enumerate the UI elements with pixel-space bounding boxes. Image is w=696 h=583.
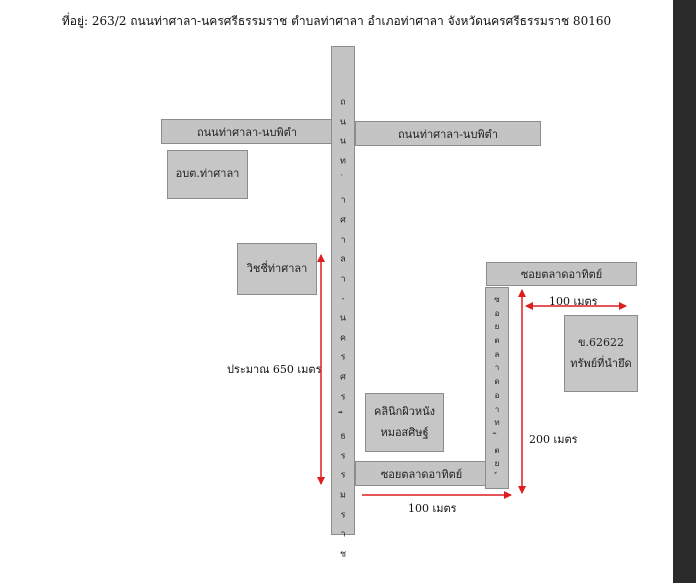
vertical-road-char: ล (340, 254, 346, 265)
vertical-road-char: ร (340, 392, 346, 403)
vertical-road-char: ร (340, 510, 346, 521)
vertical-road-char: น (339, 136, 347, 147)
vertical-road-char: อ (494, 390, 500, 400)
place-obt-thasala: อบต.ท่าศาลา (167, 150, 248, 199)
distance-label-650m: ประมาณ 650 เมตร (227, 363, 322, 376)
vertical-road-char: ค (339, 333, 347, 344)
vertical-road-char: ถ (340, 97, 346, 108)
vertical-road-char: ย (494, 322, 500, 332)
vertical-road-char: ร (340, 470, 346, 481)
vertical-road-char: ต (494, 445, 500, 455)
vertical-road-char: ล (494, 349, 500, 359)
road-soi-top-right: ซอยตลาดอาทิตย์ (486, 262, 637, 286)
vertical-road-char: น (339, 313, 347, 324)
vertical-road-char: า (340, 235, 346, 246)
vertical-road-char: ต (494, 336, 500, 346)
address-heading: ที่อยู่: 263/2 ถนนท่าศาลา-นครศรีธรรมราช … (61, 14, 612, 28)
place-target-line2: ทรัพย์ที่นำยึด (570, 356, 632, 370)
vertical-road-char: ศ (340, 215, 346, 226)
vertical-road-char: ซ (494, 295, 500, 304)
place-obt-label: อบต.ท่าศาลา (175, 167, 240, 181)
vertical-road-char: า (340, 529, 346, 540)
place-clinic-line2: หมอสศิษฐ์ (380, 425, 429, 439)
vertical-road-char: ช (339, 549, 347, 560)
distance-label-bottom-100m: 100 เมตร (408, 502, 457, 515)
document-page: ที่อยู่: 263/2 ถนนท่าศาลา-นครศรีธรรมราช … (0, 0, 673, 583)
vertical-road-char: ร (340, 451, 346, 462)
place-target-property: ข.62622 ทรัพย์ที่นำยึด (564, 315, 638, 392)
road-main-vertical: ถนนท่าศาลา-นครศรีธรรมราช (331, 46, 355, 559)
vertical-road-char: ร (340, 352, 346, 363)
distance-arrows (317, 254, 627, 499)
vertical-road-char: ธ (340, 431, 346, 442)
place-clinic-line1: คลินิกผิวหนัง (373, 404, 436, 418)
vertical-road-char: า (494, 404, 500, 414)
vertical-road-char: ย (494, 459, 500, 469)
place-school-label: วิชชี่ท่าศาลา (246, 261, 308, 275)
vertical-road-char: า (340, 274, 346, 285)
distance-label-200m: 200 เมตร (529, 433, 578, 446)
vertical-road-char: น (339, 117, 347, 128)
road-right-nopphitam: ถนนท่าศาลา-นบพิตำ (355, 121, 541, 146)
vertical-road-char: ศ (340, 372, 346, 383)
vertical-road-char: ท (494, 418, 500, 428)
road-soi-vertical: ซอยตลาดอาทิตย์ (485, 287, 509, 489)
vertical-road-char: า (494, 363, 500, 373)
vertical-road-char: ท (340, 156, 346, 167)
vertical-road-char: อ (494, 308, 500, 318)
vertical-road-char: - (341, 294, 345, 305)
place-school: วิชชี่ท่าศาลา (237, 243, 317, 295)
place-clinic: คลินิกผิวหนัง หมอสศิษฐ์ (365, 393, 444, 452)
place-target-line1: ข.62622 (577, 335, 624, 349)
vertical-road-char: ด (494, 377, 500, 387)
vertical-road-char: า (340, 195, 346, 206)
vertical-road-char: ม (340, 490, 346, 501)
